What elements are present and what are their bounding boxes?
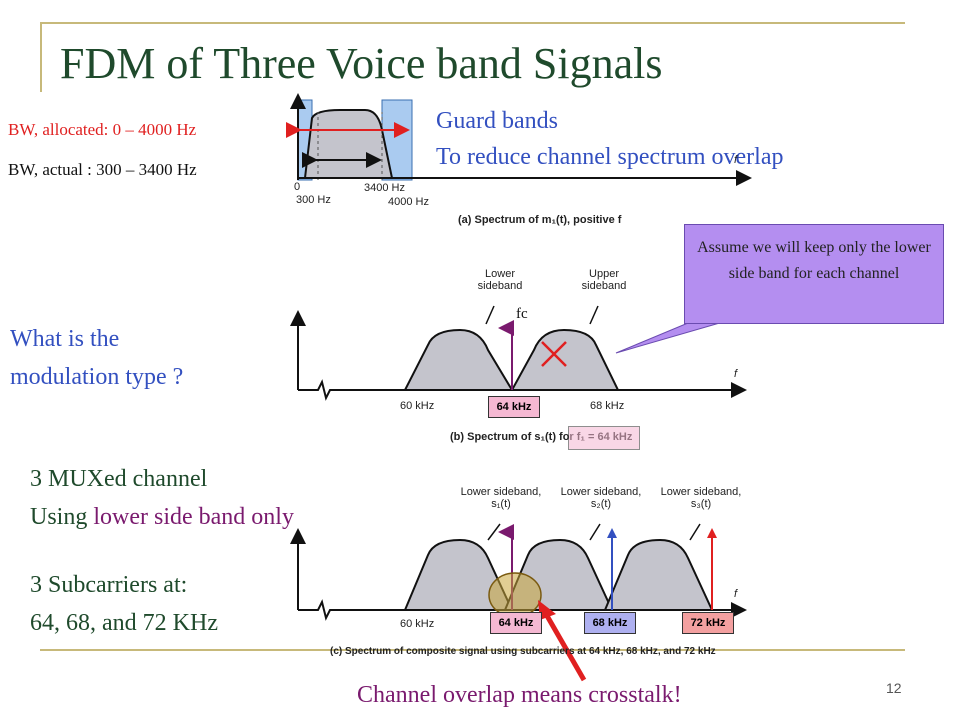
lsb1-pointer — [487, 523, 501, 541]
axis-c-x — [298, 599, 747, 621]
question-line1: What is the — [10, 326, 120, 352]
tick-c-60: 60 kHz — [400, 618, 435, 630]
subcarrier-line2: 64, 68, and 72 KHz — [30, 610, 218, 636]
axis-a-f: f — [734, 154, 738, 166]
tick-c-68: 68 kHz — [584, 612, 636, 634]
upper-sideband-shape — [510, 328, 620, 391]
overlap-highlight — [488, 572, 542, 618]
frame-left-line — [40, 22, 42, 92]
lsb-callout: Assume we will keep only the lower side … — [684, 224, 944, 324]
mux-line2-prefix: Using — [30, 504, 94, 530]
bw-actual-label: BW, actual : 300 – 3400 Hz — [8, 160, 197, 179]
upper-sideband-label: Upper sideband — [581, 268, 627, 292]
guard-reason-label: To reduce channel spectrum overlap — [436, 144, 784, 170]
page-number: 12 — [886, 680, 902, 696]
lsb3-label: Lower sideband, s₃(t) — [660, 486, 742, 510]
crosstalk-arrow — [543, 612, 587, 682]
lsb-pointer — [485, 305, 495, 325]
tick-c-72: 72 kHz — [682, 612, 734, 634]
axis-b-x — [298, 379, 747, 401]
lsb2-label: Lower sideband, s₂(t) — [560, 486, 642, 510]
guard-bands-label: Guard bands — [436, 108, 558, 134]
lsb-s3-shape — [603, 538, 714, 611]
lsb2-pointer — [589, 523, 601, 541]
lower-sideband-label: Lower sideband — [477, 268, 523, 292]
frame-top-line — [40, 22, 905, 24]
crosstalk-label: Channel overlap means crosstalk! — [357, 682, 682, 708]
axis-c-f: f — [734, 588, 738, 600]
tick-c-64: 64 kHz — [490, 612, 542, 634]
tick-a-300: 300 Hz — [296, 194, 331, 206]
tick-a-3400: 3400 Hz — [364, 182, 405, 194]
axis-b-f: f — [734, 368, 738, 380]
tick-b-68: 68 kHz — [590, 400, 625, 412]
usb-pointer — [589, 305, 599, 325]
fc-label: fc — [516, 306, 528, 322]
tick-b-60: 60 kHz — [400, 400, 435, 412]
slide-title: FDM of Three Voice band Signals — [60, 39, 663, 88]
lsb1-label: Lower sideband, s₁(t) — [460, 486, 542, 510]
caption-a: (a) Spectrum of m₁(t), positive f — [458, 214, 622, 226]
cross-mark — [541, 341, 567, 367]
tick-a-4000: 4000 Hz — [388, 196, 429, 208]
question-line2: modulation type ? — [10, 364, 184, 390]
tick-b-64: 64 kHz — [488, 396, 540, 418]
bw-allocated-label: BW, allocated: 0 – 4000 Hz — [8, 120, 197, 139]
tick-a-0: 0 — [294, 181, 301, 193]
lsb3-pointer — [689, 523, 701, 541]
lsb-s1-shape — [403, 538, 514, 611]
subcarrier-line1: 3 Subcarriers at: — [30, 572, 188, 598]
caption-c: (c) Spectrum of composite signal using s… — [330, 646, 716, 657]
mux-line2: Using lower side band only — [30, 504, 294, 531]
lower-sideband-shape — [403, 328, 514, 391]
mux-line1: 3 MUXed channel — [30, 466, 208, 492]
frame-bottom-line — [40, 649, 905, 651]
mux-line2-highlight: lower side band only — [93, 504, 294, 530]
caption-b-highlight — [568, 426, 640, 450]
